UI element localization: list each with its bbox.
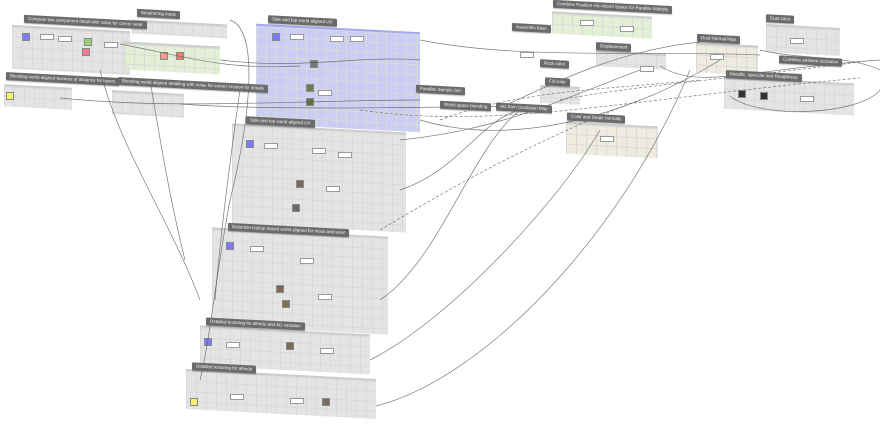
texture-sample[interactable] xyxy=(282,300,290,308)
texture-sample[interactable] xyxy=(276,285,284,293)
graph-node[interactable] xyxy=(250,246,264,252)
group-title: World space blending xyxy=(440,100,492,112)
group-title: Combine ambient occlusion xyxy=(779,55,843,67)
group-fill-color[interactable] xyxy=(540,84,580,106)
color-swatch[interactable] xyxy=(84,38,92,46)
graph-node[interactable] xyxy=(264,143,278,149)
graph-node[interactable] xyxy=(620,26,634,32)
color-swatch[interactable] xyxy=(226,242,234,250)
group-side-top-uv-2[interactable] xyxy=(232,123,406,233)
group-title: Fill color xyxy=(545,77,570,87)
group-weathering-green[interactable] xyxy=(124,41,220,75)
texture-sample[interactable] xyxy=(322,398,330,406)
group-title: Dust color xyxy=(766,14,795,24)
group-title: AO from Occlusion Map xyxy=(496,102,552,114)
group-title: Blending world aligned detailing with no… xyxy=(118,77,268,93)
graph-node[interactable] xyxy=(600,136,614,142)
graph-node[interactable] xyxy=(520,52,534,58)
texture-sample[interactable] xyxy=(286,342,294,350)
group-blend-textures[interactable] xyxy=(4,84,72,110)
graph-node[interactable] xyxy=(312,148,326,154)
color-swatch[interactable] xyxy=(204,338,212,346)
color-swatch[interactable] xyxy=(272,33,280,41)
graph-node[interactable] xyxy=(230,394,244,400)
texture-sample[interactable] xyxy=(738,90,746,98)
group-title: Rock color xyxy=(540,59,570,69)
graph-node[interactable] xyxy=(640,66,654,72)
graph-node[interactable] xyxy=(350,36,364,42)
group-title: Parallax Sample Set xyxy=(416,84,465,96)
color-swatch[interactable] xyxy=(160,52,168,60)
group-title: Assemble base xyxy=(512,22,551,34)
texture-sample[interactable] xyxy=(306,84,314,92)
color-swatch[interactable] xyxy=(176,52,184,60)
graph-node[interactable] xyxy=(320,348,334,354)
texture-sample[interactable] xyxy=(306,98,314,106)
graph-node[interactable] xyxy=(290,34,304,40)
graph-node[interactable] xyxy=(104,42,118,48)
group-combine-position[interactable] xyxy=(552,11,652,39)
graph-node[interactable] xyxy=(338,152,352,158)
group-albedo[interactable] xyxy=(186,369,376,419)
group-blend-detail[interactable] xyxy=(112,90,184,118)
graph-node[interactable] xyxy=(710,54,724,60)
texture-sample[interactable] xyxy=(760,92,768,100)
texture-sample[interactable] xyxy=(310,60,318,68)
group-title: Weathering mask xyxy=(137,8,180,20)
color-swatch[interactable] xyxy=(22,33,30,41)
color-swatch[interactable] xyxy=(246,140,254,148)
graph-node[interactable] xyxy=(290,398,304,404)
graph-node[interactable] xyxy=(40,34,54,40)
group-displacement[interactable] xyxy=(596,50,666,70)
group-title: Blending world aligned textures of dista… xyxy=(6,72,120,86)
graph-node[interactable] xyxy=(58,36,72,42)
color-swatch[interactable] xyxy=(6,92,14,100)
graph-node[interactable] xyxy=(790,38,804,44)
graph-node[interactable] xyxy=(300,258,314,264)
graph-node[interactable] xyxy=(330,36,344,42)
graph-node[interactable] xyxy=(226,342,240,348)
graph-node[interactable] xyxy=(318,294,332,300)
color-swatch[interactable] xyxy=(82,48,90,56)
graph-node[interactable] xyxy=(318,90,332,96)
graph-node[interactable] xyxy=(326,186,340,192)
graph-node[interactable] xyxy=(800,96,814,102)
texture-sample[interactable] xyxy=(292,204,300,212)
color-swatch[interactable] xyxy=(190,398,198,406)
texture-sample[interactable] xyxy=(296,180,304,188)
graph-node[interactable] xyxy=(580,20,594,26)
